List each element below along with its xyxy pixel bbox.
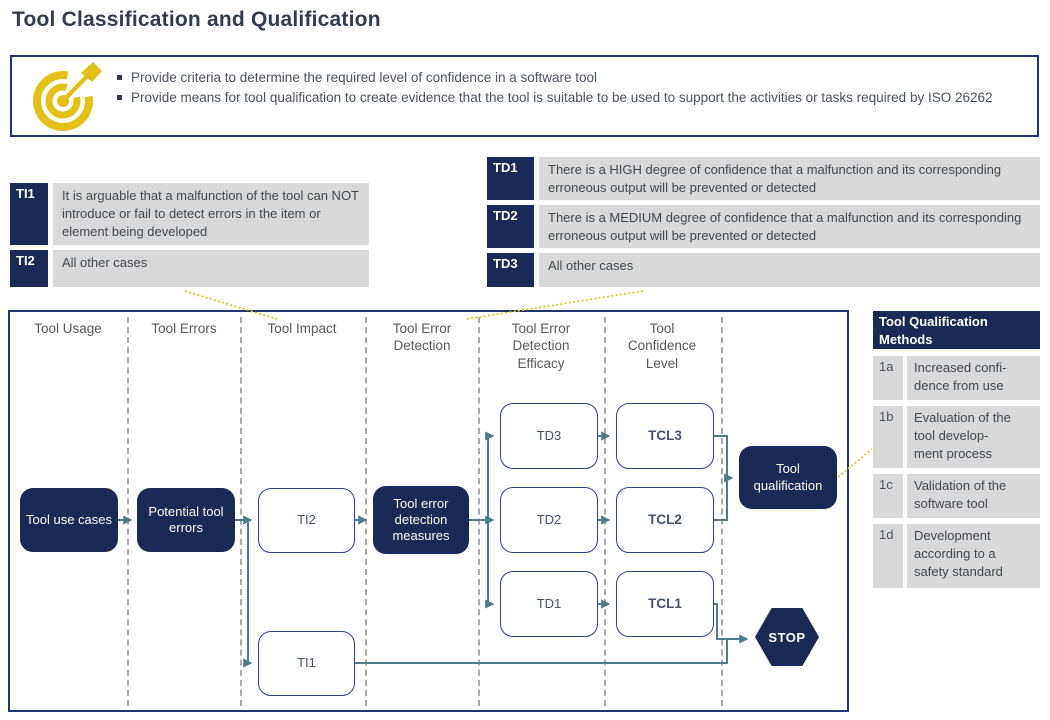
- ti2-definition: All other cases: [53, 250, 369, 287]
- column-header-tool-errors: Tool Errors: [151, 321, 217, 336]
- td1-definition: There is a HIGH degree of confidence tha…: [539, 157, 1040, 200]
- td1-badge: TD1: [487, 157, 534, 200]
- node-tcl2: TCL2: [616, 487, 714, 553]
- td3-badge: TD3: [487, 253, 534, 287]
- node-tool-use-cases: Tool use cases: [20, 488, 118, 552]
- method-1c-badge: 1c: [873, 474, 903, 518]
- objective-bullet: Provide means for tool qualification to …: [116, 88, 1036, 108]
- flowchart-frame: [8, 310, 849, 712]
- method-1d-badge: 1d: [873, 524, 903, 588]
- column-header-tool-error-detection-efficacy: Tool Error Detection Efficacy: [511, 321, 571, 371]
- method-1b-text: Evaluation of the tool develop- ment pro…: [907, 406, 1040, 468]
- column-header-tool-impact: Tool Impact: [267, 321, 337, 336]
- column-divider: [365, 317, 367, 706]
- node-tcl1: TCL1: [616, 571, 714, 637]
- column-divider: [721, 317, 723, 706]
- column-divider: [127, 317, 129, 706]
- column-divider: [478, 317, 480, 706]
- node-td2: TD2: [500, 487, 598, 553]
- method-1a-text: Increased confi- dence from use: [907, 356, 1040, 400]
- ti2-badge: TI2: [10, 250, 48, 287]
- column-divider: [240, 317, 242, 706]
- objective-bullets: Provide criteria to determine the requir…: [116, 68, 1036, 107]
- column-divider: [604, 317, 606, 706]
- ti1-badge: TI1: [10, 183, 48, 245]
- objective-bullet: Provide criteria to determine the requir…: [116, 68, 1036, 88]
- column-header-tool-usage: Tool Usage: [34, 321, 102, 336]
- node-td1: TD1: [500, 571, 598, 637]
- method-1b-badge: 1b: [873, 406, 903, 468]
- node-td3: TD3: [500, 403, 598, 469]
- method-1c-text: Validation of the software tool: [907, 474, 1040, 518]
- node-tcl3: TCL3: [616, 403, 714, 469]
- method-1a-badge: 1a: [873, 356, 903, 400]
- td3-definition: All other cases: [539, 253, 1040, 287]
- node-tool-qualification: Tool qualification: [739, 446, 837, 509]
- node-tool-error-detection-measures: Tool error detection measures: [373, 486, 469, 554]
- node-ti1: TI1: [258, 631, 355, 696]
- objective-box: Provide criteria to determine the requir…: [10, 55, 1039, 137]
- qualification-methods-header: Tool Qualification Methods: [873, 311, 1040, 349]
- td2-badge: TD2: [487, 205, 534, 248]
- td2-definition: There is a MEDIUM degree of confidence t…: [539, 205, 1040, 248]
- column-header-tool-confidence-level: Tool Confidence Level: [627, 321, 697, 371]
- method-1d-text: Development according to a safety standa…: [907, 524, 1040, 588]
- ti1-definition: It is arguable that a malfunction of the…: [53, 183, 369, 245]
- target-icon: [30, 61, 102, 140]
- node-potential-tool-errors: Potential tool errors: [137, 488, 235, 552]
- page-title: Tool Classification and Qualification: [12, 8, 381, 31]
- column-header-tool-error-detection: Tool Error Detection: [392, 321, 452, 354]
- node-ti2: TI2: [258, 488, 355, 553]
